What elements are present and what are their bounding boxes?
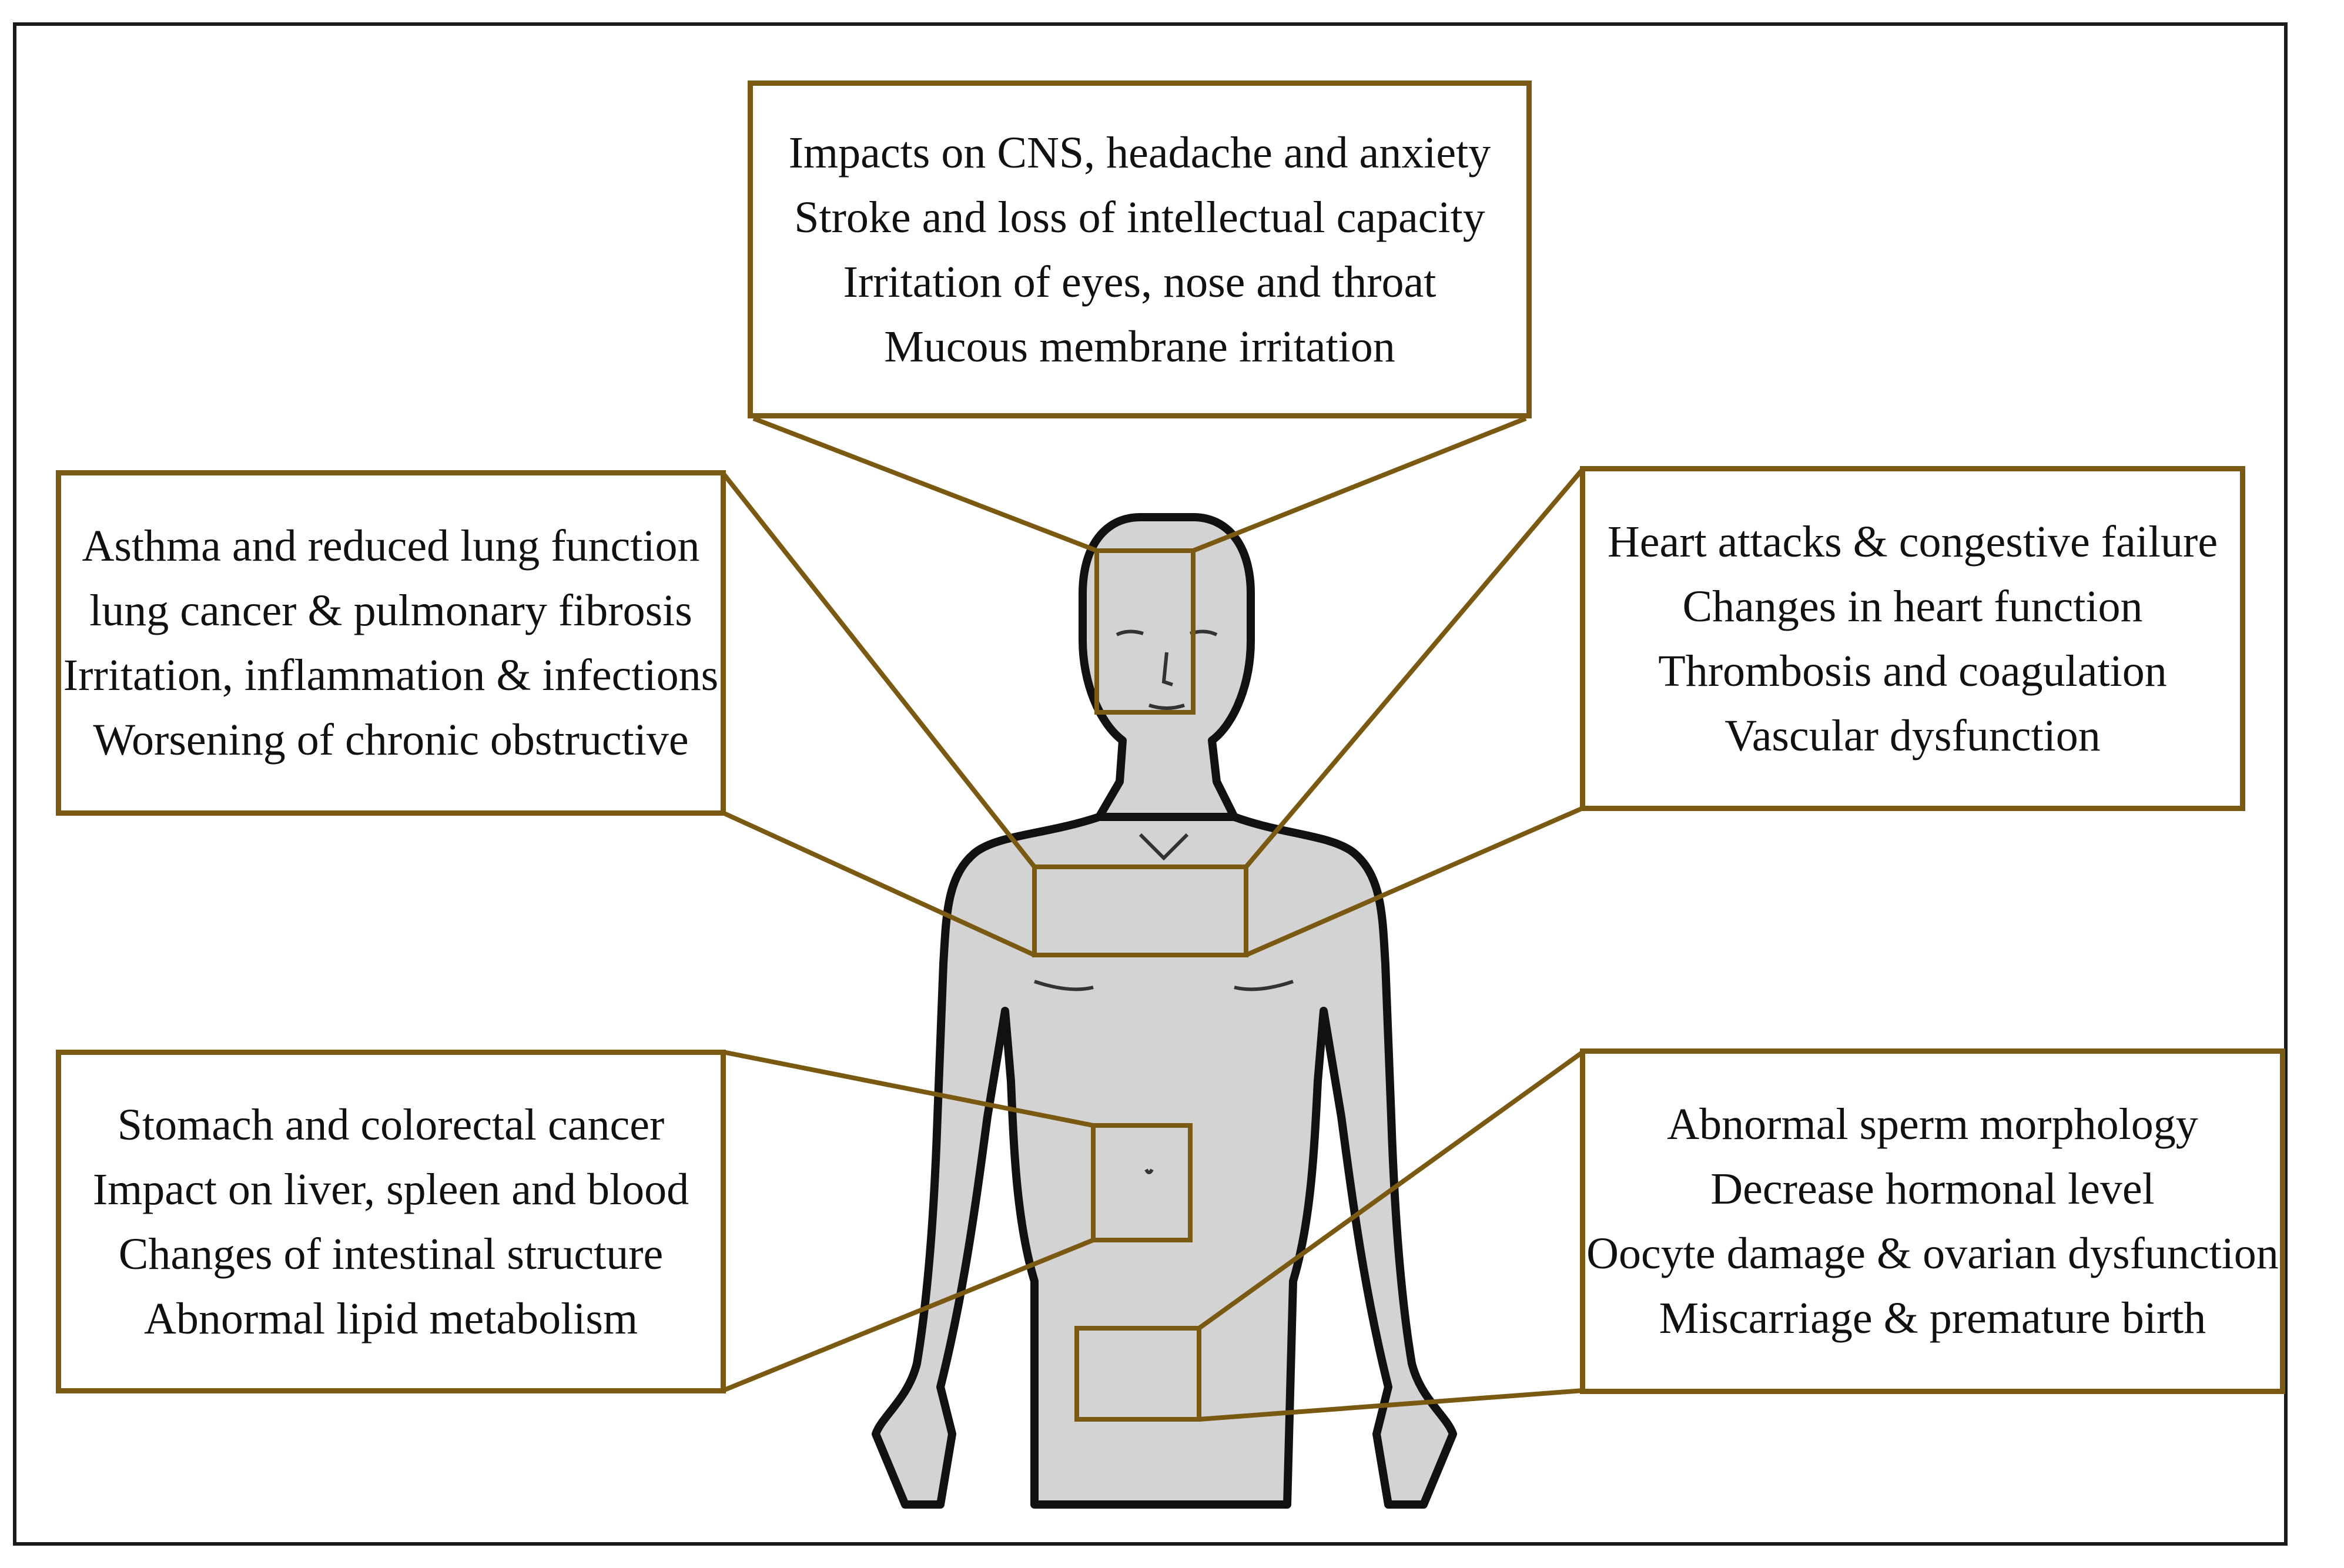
heart-effects-box: Heart attacks & congestive failure Chang… xyxy=(1580,466,2245,811)
heart-effect-line: Vascular dysfunction xyxy=(1724,711,2101,760)
head-effect-line: Impacts on CNS, headache and anxiety xyxy=(788,128,1491,177)
connector-repro-top xyxy=(1197,1050,1585,1331)
heart-effect-line: Changes in heart function xyxy=(1682,581,2143,631)
reproductive-effect-line: Miscarriage & premature birth xyxy=(1659,1294,2206,1343)
lung-effect-line: Worsening of chronic obstructive xyxy=(93,715,689,765)
connector-lungs-top xyxy=(721,471,1037,869)
connector-gut-bottom xyxy=(722,1238,1094,1393)
head-effect-line: Mucous membrane irritation xyxy=(884,321,1395,371)
chest-region-marker xyxy=(1032,865,1248,957)
reproductive-effect-line: Oocyte damage & ovarian dysfunction xyxy=(1586,1229,2279,1278)
reproductive-effects-box: Abnormal sperm morphology Decrease hormo… xyxy=(1580,1048,2285,1394)
connector-repro-bottom xyxy=(1198,1388,1583,1422)
lung-effect-line: Asthma and reduced lung function xyxy=(82,521,700,571)
connector-heart-bottom xyxy=(1245,806,1584,957)
lung-effect-line: lung cancer & pulmonary fibrosis xyxy=(89,586,692,635)
heart-effect-line: Thrombosis and coagulation xyxy=(1658,646,2167,696)
head-region-marker xyxy=(1094,548,1196,715)
torso-shape xyxy=(872,813,1457,1509)
connector-lines xyxy=(721,416,1585,1422)
reproductive-effect-line: Decrease hormonal level xyxy=(1710,1164,2155,1214)
gut-effect-line: Changes of intestinal structure xyxy=(118,1229,664,1279)
head-effect-line: Stroke and loss of intellectual capacity xyxy=(794,192,1485,242)
lung-effects-box: Asthma and reduced lung function lung ca… xyxy=(56,470,726,816)
connector-head-left xyxy=(752,416,1098,553)
gut-effect-line: Impact on liver, spleen and blood xyxy=(92,1164,689,1214)
abdomen-region-marker xyxy=(1091,1123,1193,1242)
head-effects-box: Impacts on CNS, headache and anxiety Str… xyxy=(748,81,1532,418)
gut-effect-line: Abnormal lipid metabolism xyxy=(143,1294,638,1343)
reproductive-effect-line: Abnormal sperm morphology xyxy=(1667,1100,2198,1149)
heart-effect-line: Heart attacks & congestive failure xyxy=(1607,517,2218,567)
lung-effect-line: Irritation, inflammation & infections xyxy=(63,651,719,700)
connector-gut-top xyxy=(722,1050,1094,1128)
connector-lungs-bottom xyxy=(722,810,1036,957)
gut-effects-box: Stomach and colorectal cancer Impact on … xyxy=(56,1050,726,1393)
connector-heart-top xyxy=(1244,467,1585,869)
region-markers xyxy=(1032,548,1248,1422)
head-effect-line: Irritation of eyes, nose and throat xyxy=(843,257,1436,307)
gut-effect-line: Stomach and colorectal cancer xyxy=(117,1100,665,1150)
pelvic-region-marker xyxy=(1074,1326,1201,1422)
connector-head-right xyxy=(1192,416,1527,553)
